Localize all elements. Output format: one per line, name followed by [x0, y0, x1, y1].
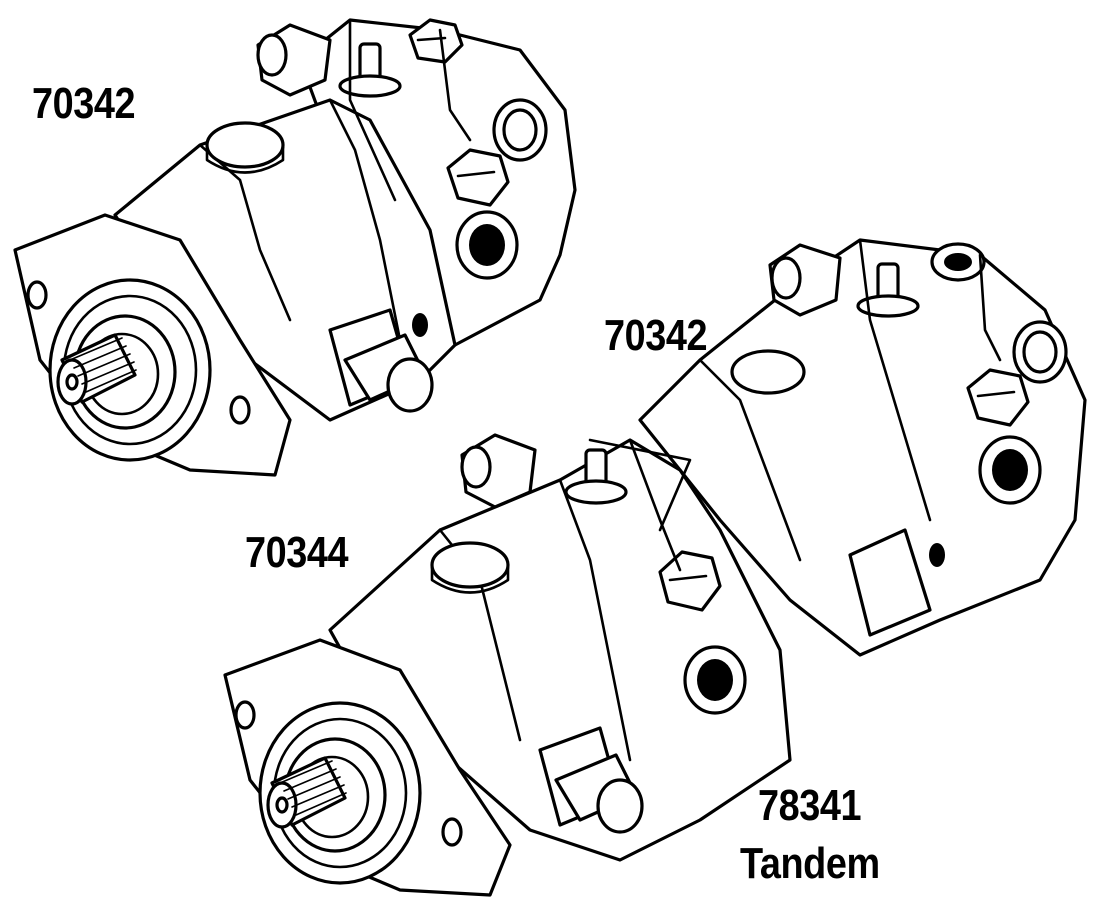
label-tandem-word: Tandem — [740, 839, 880, 888]
label-tandem-front-part: 70344 — [245, 528, 349, 577]
single-pump-70342 — [13, 18, 577, 477]
label-single-pump-part: 70342 — [32, 79, 136, 128]
label-tandem-rear-part: 70342 — [604, 311, 708, 360]
tandem-pump-78341 — [223, 238, 1087, 897]
label-tandem-part-number: 78341 — [758, 781, 862, 830]
